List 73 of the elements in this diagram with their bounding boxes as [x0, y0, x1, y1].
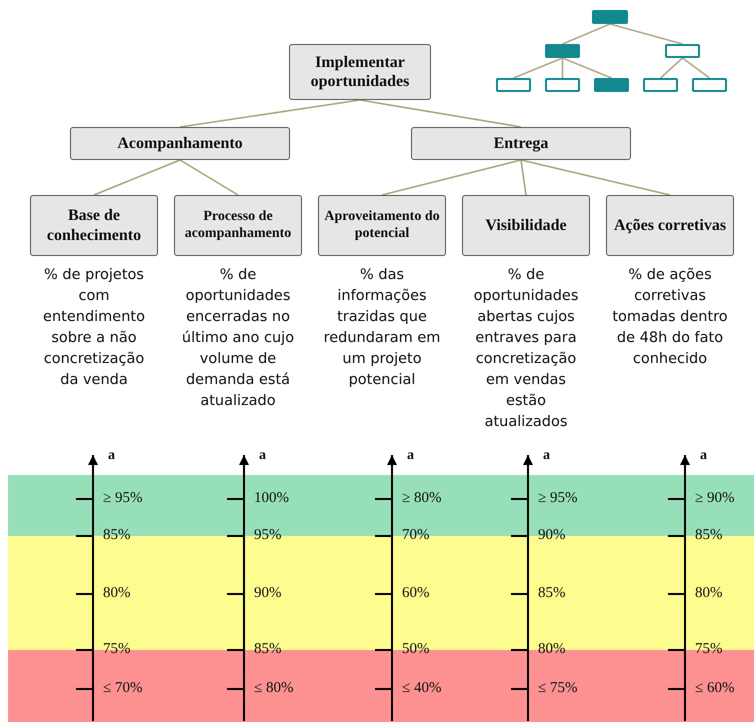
box-title: Aproveitamento do potencial — [323, 208, 441, 242]
scale-value: 70% — [402, 527, 430, 544]
metric-description: % de projetos com entendimento sobre a não concretização da venda — [42, 266, 146, 390]
connector-line — [180, 99, 360, 128]
category-box — [411, 127, 631, 160]
metric-description: % de ações corretivas tomadas dentro de 48h do fato conhecido — [611, 266, 729, 369]
box-title: Implementar oportunidades — [310, 52, 410, 92]
scale-value: 85% — [538, 585, 566, 602]
tree-box — [545, 44, 580, 58]
scale-value: 95% — [254, 527, 282, 544]
tree-box — [594, 78, 629, 92]
category-box — [606, 195, 734, 256]
connector-line — [682, 57, 710, 79]
connector-line — [562, 57, 612, 79]
axis-label: a — [543, 448, 550, 464]
scale-value: ≤ 40% — [402, 680, 442, 697]
connector-line — [520, 160, 527, 196]
scale-value: ≥ 95% — [538, 490, 578, 507]
scale-value: ≥ 80% — [402, 490, 442, 507]
axis-label: a — [259, 448, 266, 464]
connector-line — [94, 159, 180, 196]
scale-value: ≤ 80% — [254, 680, 294, 697]
scale-value: 80% — [103, 585, 130, 602]
box-title: Base de conhecimento — [46, 206, 142, 245]
category-box — [30, 195, 158, 256]
tree-box — [545, 78, 580, 92]
scale-value: 85% — [695, 527, 722, 544]
axis-label: a — [700, 448, 707, 464]
box-title: Visibilidade — [485, 216, 567, 236]
scale-value: ≥ 95% — [103, 490, 142, 507]
scale-value: 90% — [538, 527, 566, 544]
connector-line — [382, 159, 522, 196]
scale-value: ≥ 90% — [695, 490, 734, 507]
connector-line — [610, 23, 683, 45]
scale-value: 85% — [103, 527, 130, 544]
connector-line — [360, 99, 522, 128]
connector-line — [562, 23, 610, 45]
category-box — [318, 195, 446, 256]
scale-value: 80% — [538, 641, 566, 658]
box-title: Acompanhamento — [117, 134, 243, 154]
scale-value: 75% — [103, 641, 130, 658]
connector-line — [513, 57, 563, 79]
scale-value: 85% — [254, 641, 282, 658]
connector-line — [660, 57, 684, 79]
connector-line — [520, 159, 670, 196]
box-title: Processo de acompanhamento — [184, 208, 292, 242]
tree-box — [665, 44, 700, 58]
scale-value: ≤ 60% — [695, 680, 734, 697]
scale-value: ≤ 70% — [103, 680, 142, 697]
connector-line — [180, 159, 238, 196]
metric-description: % de oportunidades encerradas no último ano cujo volume de demanda está atualizado — [180, 266, 296, 411]
category-box — [174, 195, 302, 256]
connector-line — [562, 58, 564, 78]
scale-value: 75% — [695, 641, 722, 658]
tree-box — [496, 78, 531, 92]
tree-box — [692, 78, 727, 92]
category-box — [462, 195, 590, 256]
tree-box — [592, 10, 628, 24]
axis-label: a — [108, 448, 115, 464]
metric-description: % das informações trazidas que redundaram em um projeto potencial — [322, 266, 442, 390]
category-box — [289, 44, 431, 100]
scale-value: ≤ 75% — [538, 680, 578, 697]
metric-description: % de oportunidades abertas cujos entraves para concretização em vendas estão atualizados — [472, 266, 580, 432]
tree-box — [643, 78, 678, 92]
box-title: Entrega — [494, 134, 548, 154]
scale-value: 90% — [254, 585, 282, 602]
axis-label: a — [407, 448, 414, 464]
scale-value: 60% — [402, 585, 430, 602]
category-box — [70, 127, 290, 160]
scale-value: 100% — [254, 490, 289, 507]
scale-value: 80% — [695, 585, 722, 602]
scale-value: 50% — [402, 641, 430, 658]
box-title: Ações corretivas — [614, 216, 726, 236]
